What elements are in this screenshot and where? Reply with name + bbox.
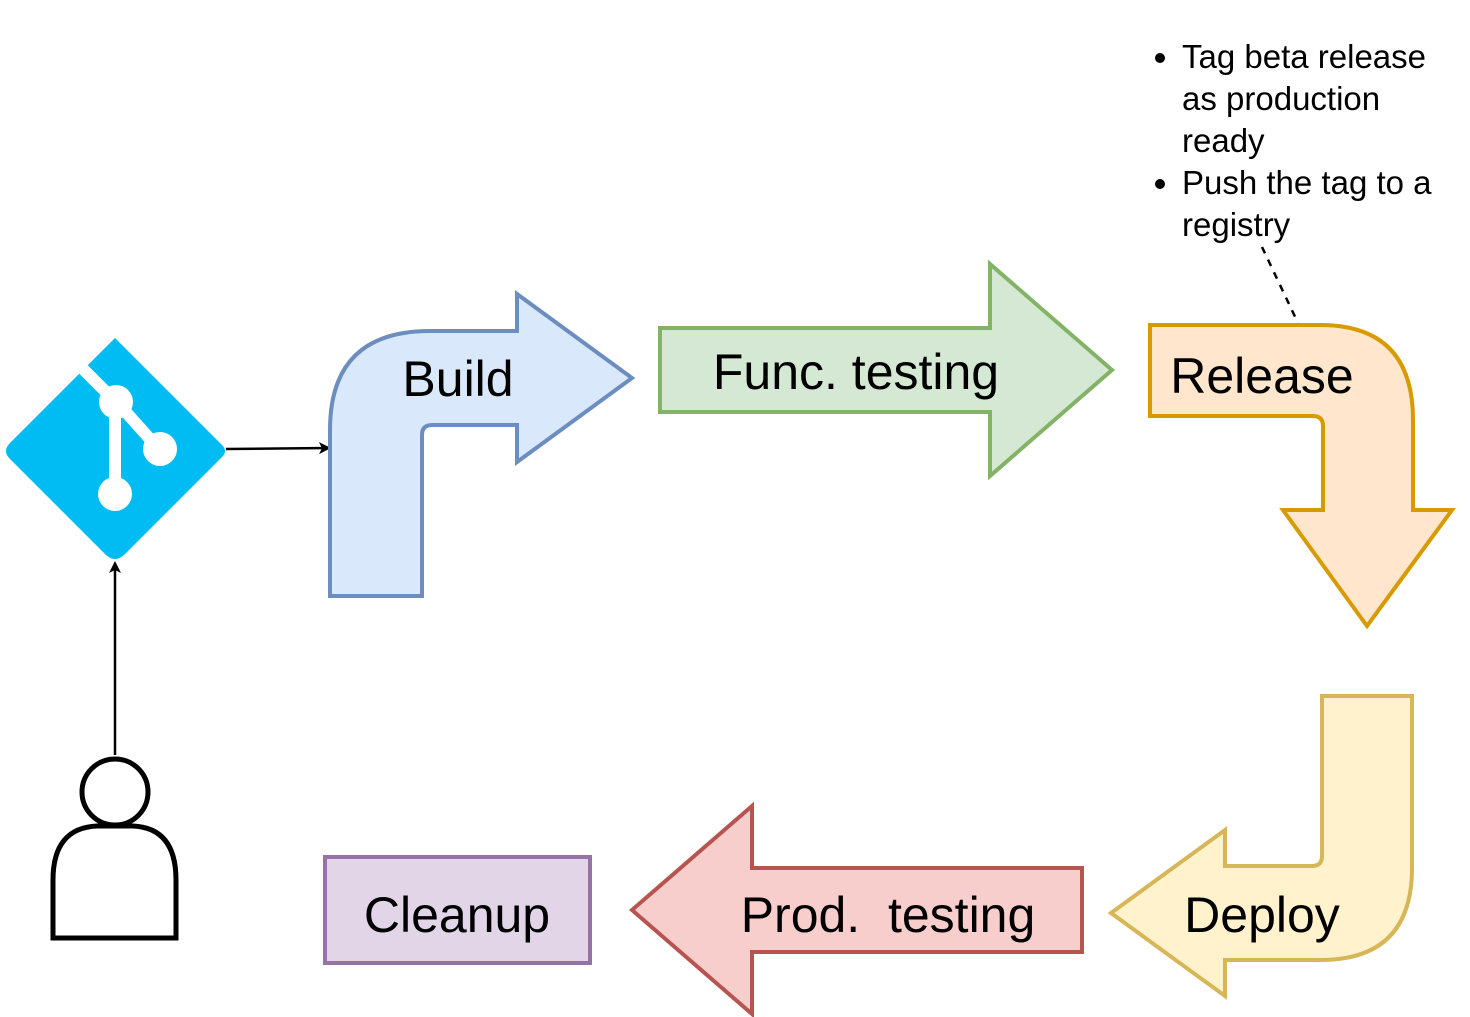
build-label: Build bbox=[402, 351, 513, 407]
user-icon-body bbox=[50, 823, 179, 941]
release-note: Tag beta release as production ready Pus… bbox=[1130, 36, 1470, 246]
deploy-arrow-shape bbox=[1107, 694, 1414, 1000]
func-testing-label: Func. testing bbox=[713, 344, 999, 400]
stage-prod-testing: Prod. testing bbox=[628, 801, 1084, 1017]
build-arrow-shape bbox=[328, 290, 636, 598]
release-label: Release bbox=[1170, 348, 1353, 404]
stage-cleanup: Cleanup bbox=[323, 855, 592, 965]
note-connector bbox=[1260, 246, 1300, 324]
deploy-label: Deploy bbox=[1184, 887, 1340, 943]
stage-deploy: Deploy bbox=[1107, 694, 1414, 1000]
prod-testing-arrow-shape bbox=[628, 801, 1084, 1017]
prod-testing-label: Prod. testing bbox=[741, 887, 1036, 943]
user-icon bbox=[50, 756, 179, 941]
release-note-item: Tag beta release as production ready bbox=[1182, 36, 1470, 162]
stage-release: Release bbox=[1148, 323, 1456, 630]
cleanup-box bbox=[323, 855, 592, 965]
git-icon-node-top bbox=[99, 385, 133, 419]
git-to-build-arrow bbox=[225, 442, 331, 455]
stage-func-testing: Func. testing bbox=[658, 259, 1116, 481]
release-note-item: Push the tag to a registry bbox=[1182, 162, 1470, 246]
stage-build: Build bbox=[328, 290, 636, 598]
git-icon bbox=[6, 338, 225, 559]
cleanup-label: Cleanup bbox=[364, 887, 550, 943]
release-note-list: Tag beta release as production ready Pus… bbox=[1130, 36, 1470, 246]
release-arrow-shape bbox=[1148, 323, 1456, 630]
func-testing-arrow-shape bbox=[658, 259, 1116, 481]
git-icon-node-bottom bbox=[98, 477, 132, 511]
git-icon-node-right bbox=[143, 432, 177, 466]
user-icon-head bbox=[79, 756, 151, 828]
